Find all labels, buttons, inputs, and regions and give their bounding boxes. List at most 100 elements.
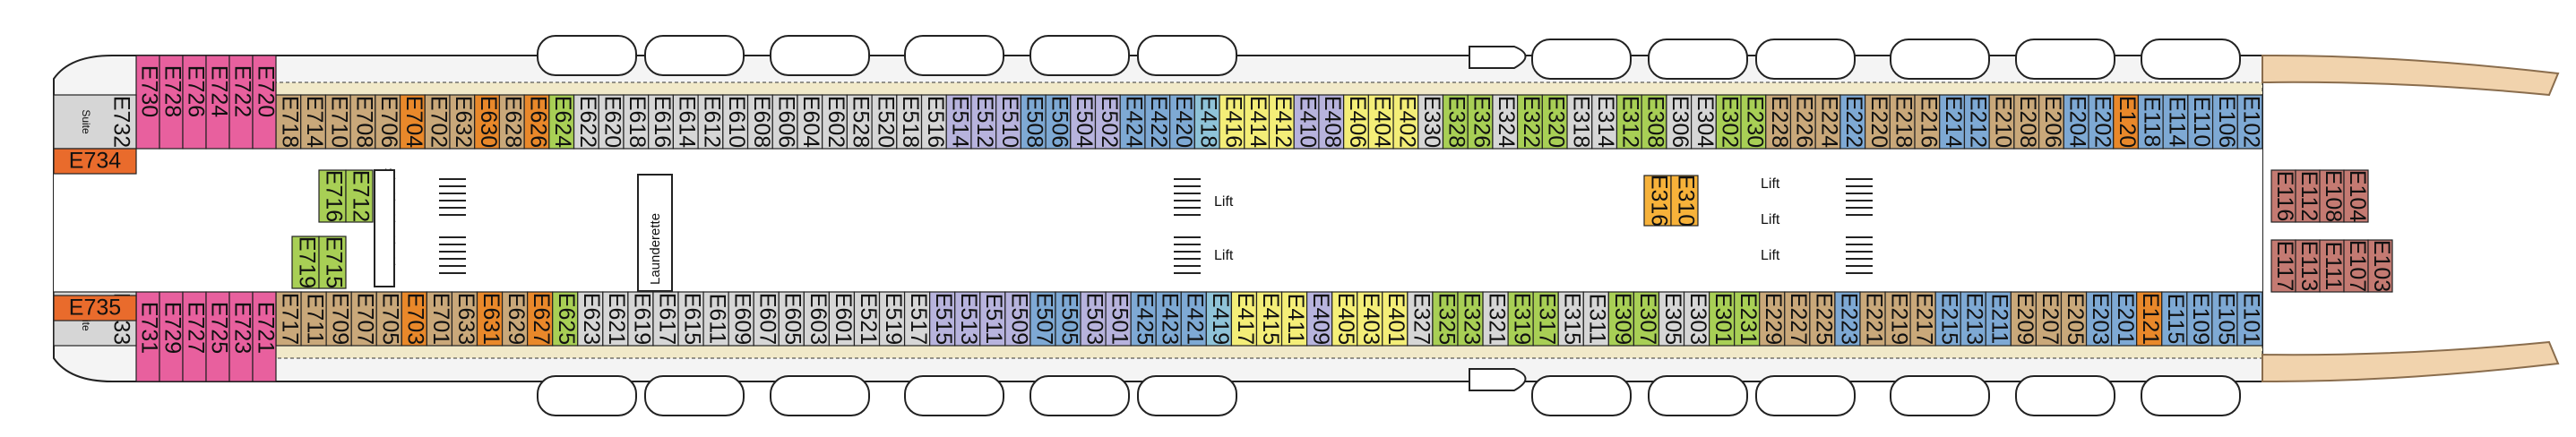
cabin-e328[interactable]	[1442, 94, 1469, 150]
cabin-e707[interactable]	[350, 291, 377, 347]
cabin-e611[interactable]	[702, 291, 729, 347]
cabin-e218[interactable]	[1889, 94, 1916, 150]
cabin-e402[interactable]	[1392, 94, 1419, 150]
cabin-e603[interactable]	[803, 291, 830, 347]
cabin-e734[interactable]	[53, 148, 137, 175]
cabin-e711[interactable]	[300, 291, 327, 347]
cabin-e513[interactable]	[954, 291, 981, 347]
cabin-e604[interactable]	[797, 94, 823, 150]
cabin-e209[interactable]	[2010, 291, 2038, 347]
cabin-e115[interactable]	[2161, 291, 2188, 347]
cabin-e109[interactable]	[2186, 291, 2213, 347]
cabin-e408[interactable]	[1318, 94, 1345, 150]
cabin-e726[interactable]	[182, 55, 207, 150]
cabin-e710[interactable]	[324, 94, 351, 150]
cabin-e717[interactable]	[275, 291, 302, 347]
cabin-e630[interactable]	[474, 94, 501, 150]
cabin-e623[interactable]	[577, 291, 604, 347]
cabin-e510[interactable]	[995, 94, 1021, 150]
cabin-e709[interactable]	[325, 291, 352, 347]
cabin-e722[interactable]	[228, 55, 254, 150]
cabin-e327[interactable]	[1407, 291, 1434, 347]
cabin-e629[interactable]	[501, 291, 529, 347]
cabin-e501[interactable]	[1105, 291, 1132, 347]
cabin-e203[interactable]	[2085, 291, 2113, 347]
cabin-e117[interactable]	[2270, 239, 2296, 293]
cabin-e106[interactable]	[2211, 94, 2238, 150]
cabin-e520[interactable]	[871, 94, 898, 150]
cabin-e201[interactable]	[2111, 291, 2138, 347]
cabin-e720[interactable]	[252, 55, 277, 150]
cabin-e221[interactable]	[1859, 291, 1886, 347]
cabin-e231[interactable]	[1734, 291, 1761, 347]
cabin-e606[interactable]	[771, 94, 798, 150]
cabin-e612[interactable]	[697, 94, 724, 150]
cabin-e306[interactable]	[1666, 94, 1693, 150]
cabin-e309[interactable]	[1607, 291, 1635, 347]
cabin-e725[interactable]	[205, 291, 230, 382]
cabin-e511[interactable]	[979, 291, 1006, 347]
cabin-e121[interactable]	[2136, 291, 2163, 347]
cabin-e712[interactable]	[345, 169, 374, 223]
cabin-e518[interactable]	[896, 94, 923, 150]
cabin-e735[interactable]	[53, 295, 137, 321]
cabin-e330[interactable]	[1417, 94, 1444, 150]
cabin-e416[interactable]	[1219, 94, 1245, 150]
cabin-e324[interactable]	[1492, 94, 1519, 150]
cabin-e624[interactable]	[548, 94, 575, 150]
cabin-e318[interactable]	[1566, 94, 1593, 150]
cabin-e507[interactable]	[1030, 291, 1056, 347]
cabin-e303[interactable]	[1683, 291, 1710, 347]
cabin-e632[interactable]	[449, 94, 476, 150]
cabin-e633[interactable]	[451, 291, 478, 347]
cabin-e626[interactable]	[523, 94, 550, 150]
cabin-e302[interactable]	[1715, 94, 1742, 150]
cabin-e107[interactable]	[2343, 239, 2369, 293]
cabin-e108[interactable]	[2319, 169, 2345, 223]
cabin-e625[interactable]	[552, 291, 579, 347]
cabin-e207[interactable]	[2035, 291, 2063, 347]
cabin-e417[interactable]	[1230, 291, 1258, 347]
cabin-e704[interactable]	[399, 94, 426, 150]
cabin-e631[interactable]	[476, 291, 504, 347]
cabin-e317[interactable]	[1532, 291, 1559, 347]
cabin-e102[interactable]	[2236, 94, 2263, 150]
cabin-e204[interactable]	[2063, 94, 2089, 150]
cabin-e702[interactable]	[424, 94, 451, 150]
cabin-e409[interactable]	[1305, 291, 1333, 347]
cabin-e721[interactable]	[252, 291, 277, 382]
cabin-e315[interactable]	[1557, 291, 1584, 347]
cabin-e423[interactable]	[1155, 291, 1182, 347]
cabin-e728[interactable]	[159, 55, 184, 150]
cabin-e404[interactable]	[1367, 94, 1394, 150]
cabin-e421[interactable]	[1180, 291, 1207, 347]
cabin-e101[interactable]	[2236, 291, 2263, 347]
cabin-e516[interactable]	[920, 94, 947, 150]
cabin-e610[interactable]	[722, 94, 749, 150]
cabin-e212[interactable]	[1963, 94, 1990, 150]
cabin-e724[interactable]	[205, 55, 230, 150]
cabin-e410[interactable]	[1293, 94, 1320, 150]
cabin-e601[interactable]	[828, 291, 856, 347]
cabin-e412[interactable]	[1268, 94, 1295, 150]
cabin-e308[interactable]	[1641, 94, 1667, 150]
cabin-e502[interactable]	[1094, 94, 1121, 150]
cabin-e116[interactable]	[2270, 169, 2296, 223]
cabin-e515[interactable]	[929, 291, 956, 347]
cabin-e211[interactable]	[1985, 291, 2012, 347]
cabin-e512[interactable]	[970, 94, 997, 150]
cabin-e314[interactable]	[1591, 94, 1618, 150]
cabin-e718[interactable]	[275, 94, 302, 150]
cabin-e607[interactable]	[753, 291, 780, 347]
cabin-e618[interactable]	[623, 94, 650, 150]
cabin-e715[interactable]	[318, 236, 347, 289]
cabin-e509[interactable]	[1004, 291, 1031, 347]
cabin-e225[interactable]	[1809, 291, 1836, 347]
cabin-e608[interactable]	[746, 94, 773, 150]
cabin-e120[interactable]	[2113, 94, 2140, 150]
cabin-e730[interactable]	[135, 55, 160, 150]
cabin-e508[interactable]	[1020, 94, 1047, 150]
cabin-e609[interactable]	[728, 291, 754, 347]
cabin-e305[interactable]	[1658, 291, 1685, 347]
cabin-e224[interactable]	[1814, 94, 1841, 150]
